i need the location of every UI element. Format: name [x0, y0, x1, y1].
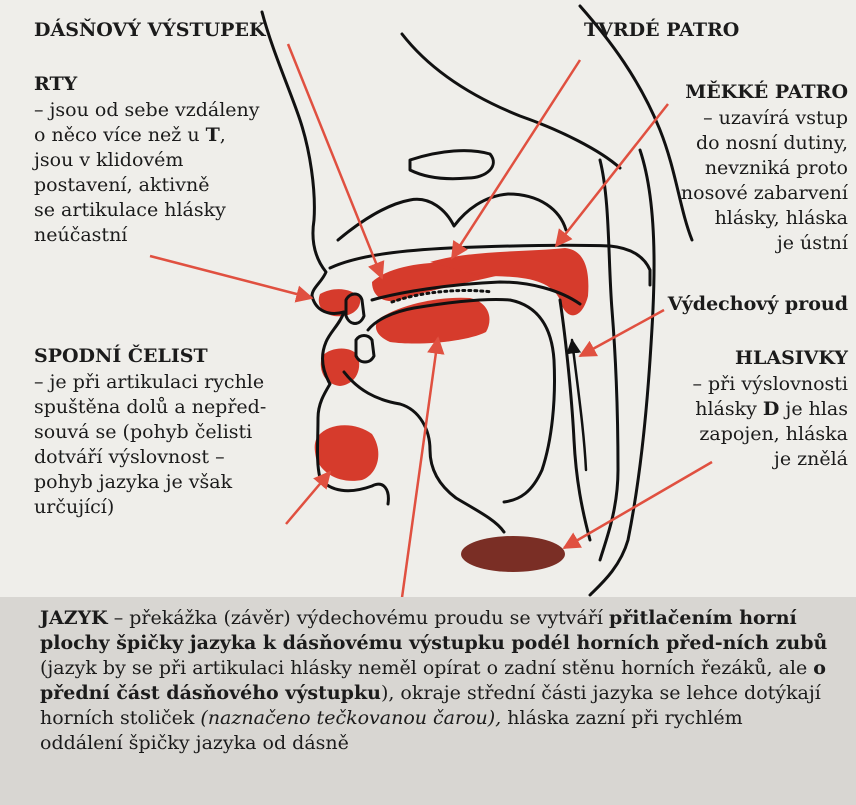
- arrow-soft-palate: [556, 104, 668, 246]
- lower-incisor: [356, 336, 374, 363]
- nasal-turbinate-outline: [338, 194, 566, 240]
- soft-palate-description: – uzavírá vstup do nosní dutiny, nevznik…: [681, 106, 848, 256]
- label-lips: RTY: [34, 72, 77, 97]
- label-tongue: JAZYK: [40, 607, 108, 629]
- label-alveolar-ridge: DÁSŇOVÝ VÝSTUPEK: [34, 18, 265, 43]
- chin-highlight: [315, 425, 379, 481]
- sinus-upper-outline: [410, 151, 493, 179]
- label-vocal-cords: HLASIVKY: [735, 346, 848, 371]
- lower-jaw-description: – je při artikulaci rychle spuštěna dolů…: [34, 370, 266, 520]
- arrow-lower-jaw: [286, 472, 330, 524]
- arrow-hard-palate: [452, 60, 580, 258]
- arrow-tongue: [400, 338, 438, 612]
- arrow-alveolar-ridge: [288, 44, 382, 278]
- tongue-description: JAZYK – překážka (závěr) výdechovému pro…: [40, 606, 830, 756]
- pharynx-front-outline: [560, 300, 590, 540]
- pharynx-back-outline: [600, 160, 618, 560]
- label-airflow: Výdechový proud: [668, 292, 848, 317]
- lips-description: – jsou od sebe vzdáleny o něco více než …: [34, 98, 260, 248]
- skull-outline: [402, 34, 620, 168]
- label-soft-palate: MĚKKÉ PATRO: [685, 80, 848, 105]
- label-lower-jaw: SPODNÍ ČELIST: [34, 344, 208, 369]
- vocal-cords-marker: [461, 536, 565, 572]
- arrow-lips: [150, 256, 312, 298]
- label-hard-palate: TVRDÉ PATRO: [584, 18, 739, 43]
- vocal-cords-description: – při výslovnosti hlásky D je hlas zapoj…: [692, 372, 848, 472]
- highlight-regions: [315, 248, 589, 572]
